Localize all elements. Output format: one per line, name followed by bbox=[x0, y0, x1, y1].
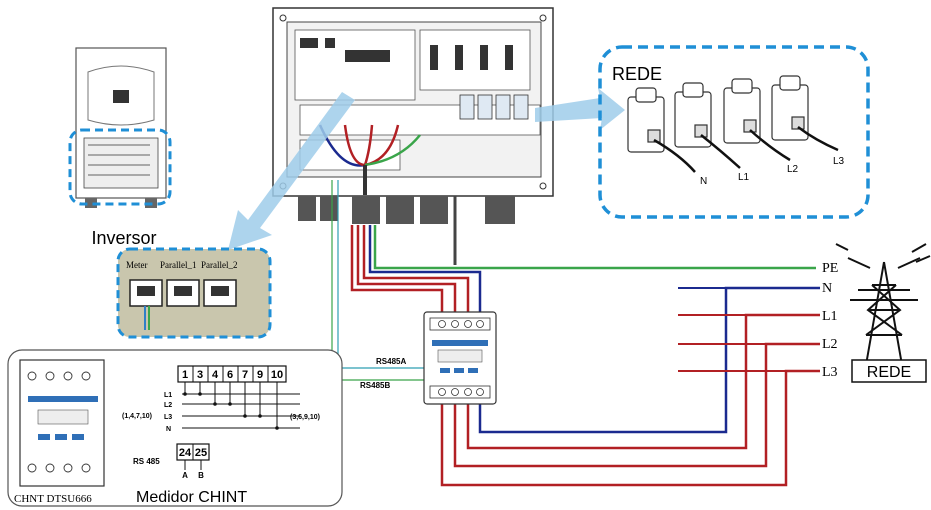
svg-text:7: 7 bbox=[242, 369, 248, 381]
grid-pe-label: PE bbox=[822, 261, 838, 276]
rs485-terminal-box bbox=[176, 443, 210, 470]
rede-top-label: REDE bbox=[612, 64, 662, 84]
svg-text:3: 3 bbox=[197, 369, 203, 381]
wiring-terminal-numbers: 1 3 4 6 7 9 10 bbox=[182, 369, 283, 381]
wiring-terminal-header bbox=[177, 365, 287, 383]
rs485-terminal-25: 25 bbox=[195, 447, 207, 459]
power-tower-icon bbox=[835, 243, 931, 366]
wiring-row-l1: L1 bbox=[164, 392, 172, 399]
wiring-row-n: N bbox=[166, 426, 171, 433]
grid-l3-label: L3 bbox=[822, 365, 838, 380]
svg-text:6: 6 bbox=[227, 369, 233, 381]
grid-l1-label: L1 bbox=[822, 309, 838, 324]
medidor-label: Medidor CHINT bbox=[136, 489, 247, 506]
port-meter-label: Meter bbox=[126, 260, 148, 270]
rs485a-label: RS485A bbox=[376, 357, 406, 366]
inverter-thumbnail bbox=[75, 47, 167, 208]
grid-n-label: N bbox=[822, 281, 832, 296]
wiring-right-group: (3,6,9,10) bbox=[290, 414, 320, 421]
rede-terminal-blocks bbox=[627, 75, 839, 173]
svg-text:10: 10 bbox=[271, 369, 283, 381]
wiring-left-group: (1,4,7,10) bbox=[122, 413, 152, 420]
wiring-row-l3: L3 bbox=[164, 414, 172, 421]
wiring-row-l2: L2 bbox=[164, 402, 172, 409]
rs485-terminal-24: 24 bbox=[179, 447, 192, 459]
chint-model-label: CHNT DTSU666 bbox=[14, 493, 92, 505]
port-parallel-1-label: Parallel_1 bbox=[160, 260, 197, 270]
rede-tower-box bbox=[851, 359, 927, 383]
port-panel: Meter Parallel_1 Parallel_2 bbox=[116, 247, 272, 339]
rs485-panel-label: RS 485 bbox=[133, 457, 160, 466]
grid-l2-label: L2 bbox=[822, 337, 838, 352]
rede-tower-label: REDE bbox=[867, 364, 911, 381]
external-wires bbox=[331, 180, 820, 487]
chint-meter-illustration bbox=[19, 359, 105, 487]
wiring-lines bbox=[182, 382, 300, 429]
svg-text:1: 1 bbox=[182, 369, 188, 381]
inversor-label: Inversor bbox=[91, 228, 156, 248]
grid-lines bbox=[678, 287, 820, 372]
terminal-l1-label: L1 bbox=[738, 172, 750, 183]
rs485-b-label: B bbox=[198, 471, 204, 480]
rs485b-label: RS485B bbox=[360, 381, 390, 390]
rs485-a-label: A bbox=[182, 471, 188, 480]
terminal-l2-label: L2 bbox=[787, 164, 799, 175]
arrow-to-rede bbox=[535, 88, 625, 130]
wiring-dots bbox=[183, 392, 279, 430]
rede-terminal-highlight bbox=[598, 45, 870, 219]
terminal-n-label: N bbox=[700, 176, 707, 187]
inverter-thumbnail-highlight bbox=[68, 128, 172, 206]
meter-center bbox=[423, 311, 497, 405]
svg-text:9: 9 bbox=[257, 369, 263, 381]
terminal-l3-label: L3 bbox=[833, 156, 845, 167]
svg-text:4: 4 bbox=[212, 369, 219, 381]
arrow-to-ports bbox=[228, 92, 355, 250]
port-parallel-2-label: Parallel_2 bbox=[201, 260, 238, 270]
